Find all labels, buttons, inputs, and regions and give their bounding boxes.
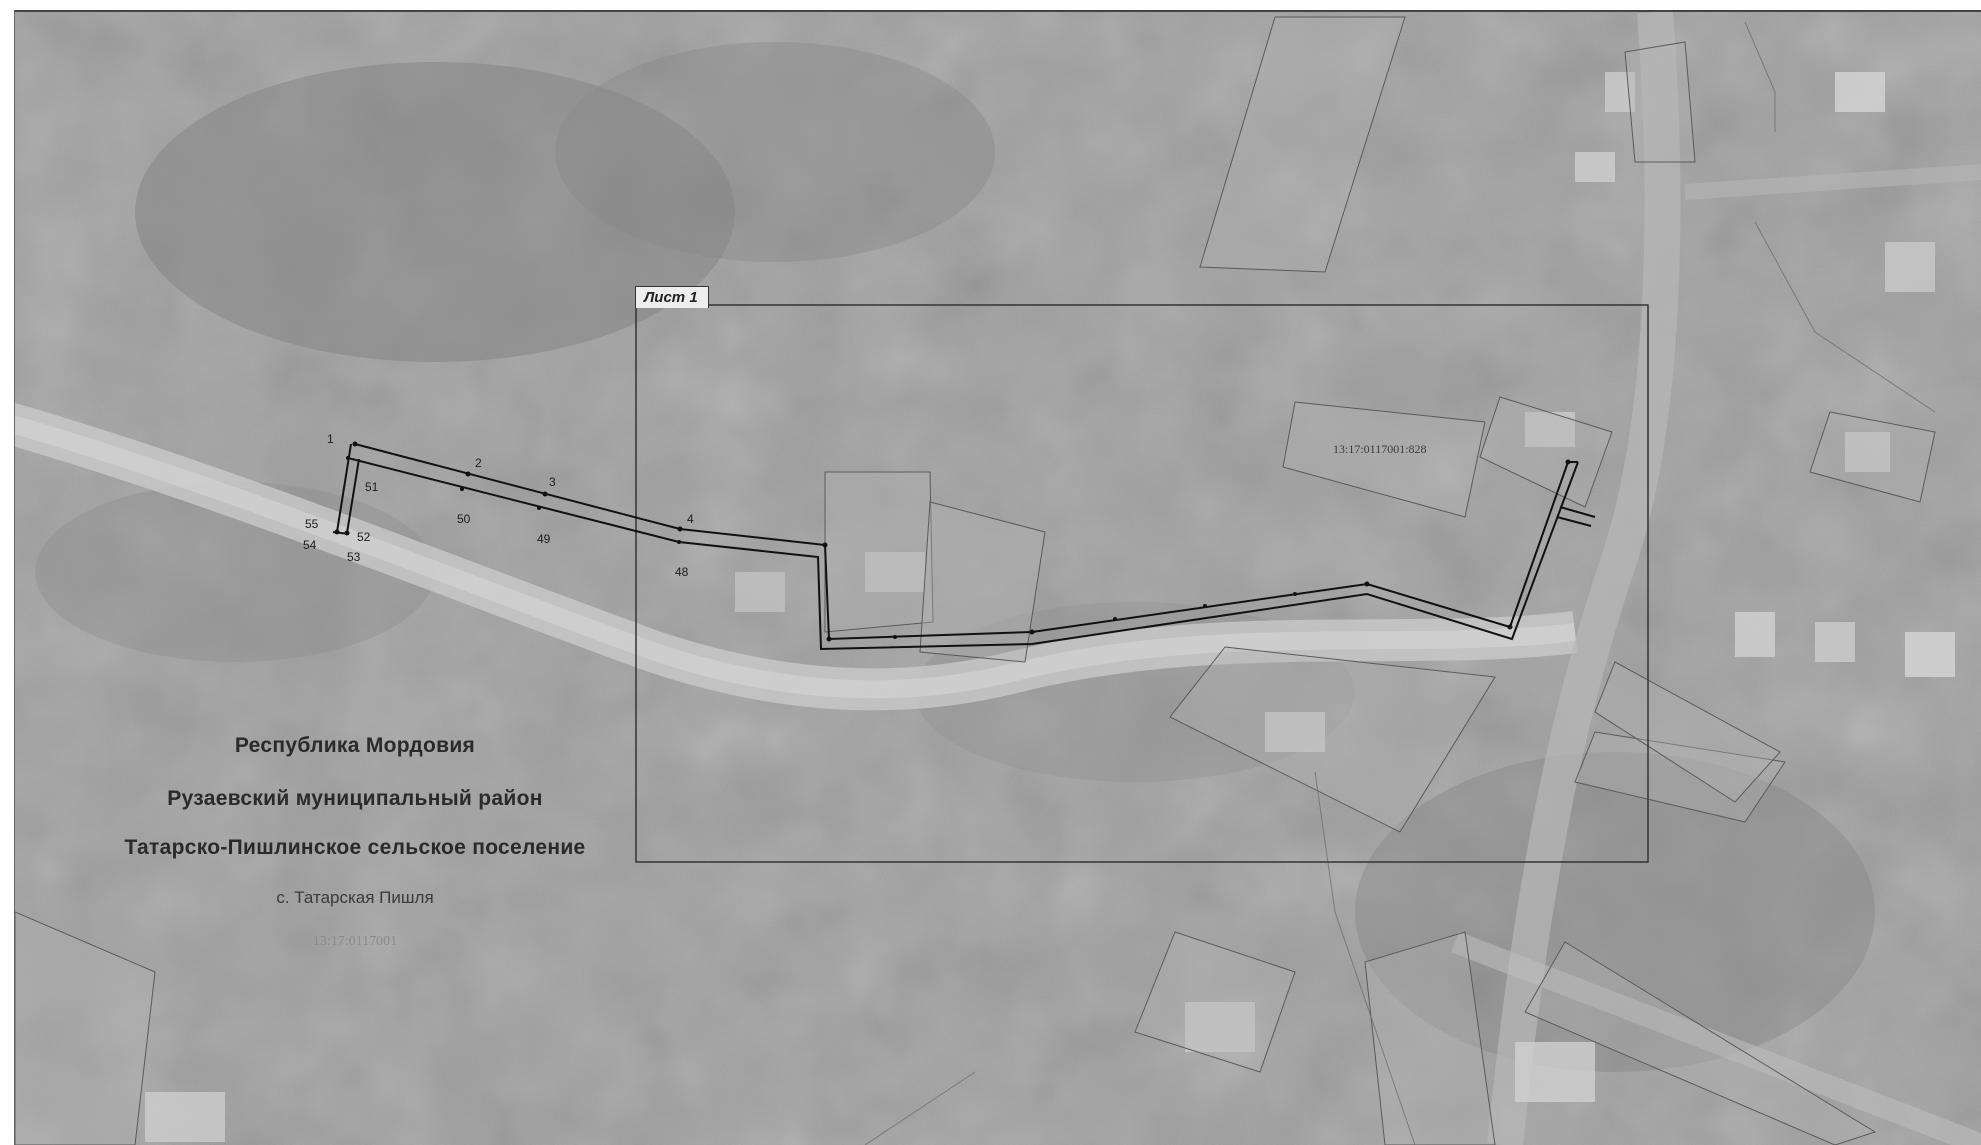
vegetation-area (1355, 752, 1875, 1072)
parcel-outlines (15, 16, 1936, 1145)
title-cadastral-quarter: 13:17:0117001 (312, 934, 398, 949)
map-view[interactable]: Лист 1 13:17:0117001:828 1 2 3 4 48 49 5… (14, 10, 1981, 1145)
title-settlement: Татарско-Пишлинское сельское поселение (124, 836, 586, 859)
diagonal-road (1451, 931, 1981, 1145)
point-label-53: 53 (347, 550, 361, 564)
point-label-52: 52 (357, 530, 371, 544)
vegetation-area (555, 42, 995, 262)
side-road (1684, 164, 1981, 200)
point-label-50: 50 (457, 512, 471, 526)
point-label-54: 54 (303, 538, 317, 552)
boundary-lines (864, 21, 1936, 1145)
parcel-cadastral-number: 13:17:0117001:828 (1333, 442, 1427, 456)
title-village: с. Татарская Пишля (276, 888, 434, 907)
vegetation-area (135, 62, 735, 362)
title-republic: Республика Мордовия (234, 734, 476, 757)
title-district: Рузаевский муниципальный район (167, 787, 543, 810)
point-label-49: 49 (537, 532, 551, 546)
satellite-imagery (15, 12, 1981, 1145)
cross-road (1487, 12, 1681, 1145)
point-label-2: 2 (475, 456, 482, 470)
point-label-1: 1 (327, 432, 334, 446)
point-label-3: 3 (549, 475, 556, 489)
sheet-label: Лист 1 (635, 286, 709, 308)
main-road-edge (15, 415, 1577, 699)
point-label-51: 51 (365, 480, 379, 494)
point-label-55: 55 (305, 517, 319, 531)
sheet-frame (635, 304, 1649, 863)
route-vertices (334, 441, 1571, 642)
point-label-48: 48 (675, 565, 689, 579)
point-label-4: 4 (687, 512, 694, 526)
